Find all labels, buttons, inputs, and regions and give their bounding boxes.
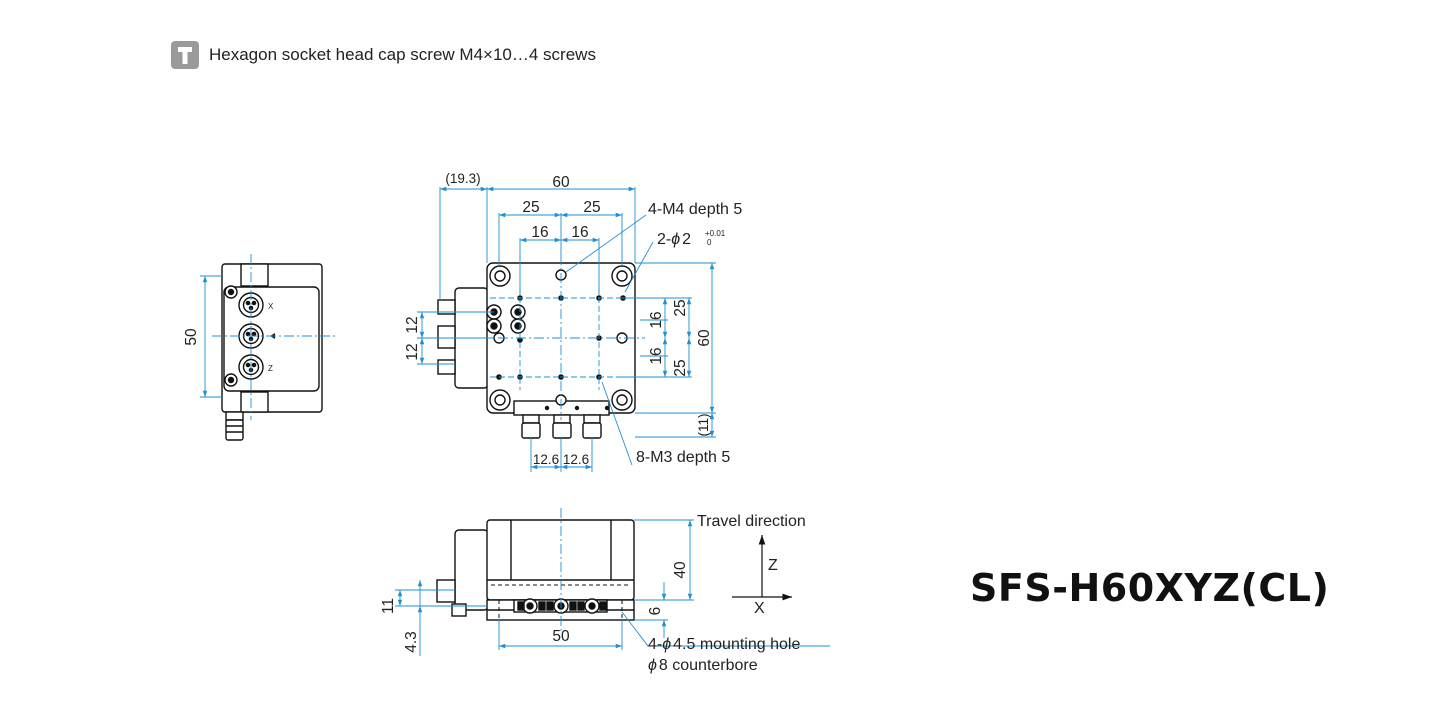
front-view: [436, 519, 635, 621]
dim-conn-a: 12.6: [533, 452, 559, 467]
travel-direction-label: Travel direction: [697, 513, 806, 530]
mark-z: Z: [268, 364, 273, 373]
side-connector-marks: X Z: [268, 302, 274, 373]
dim-pitch-outer-a: 25: [522, 199, 539, 216]
dim-front-width: 50: [552, 628, 570, 645]
travel-direction-axes: [732, 535, 792, 601]
hex-screw-icon: [171, 41, 199, 69]
dim-pitch-inner-a: 16: [531, 224, 548, 241]
side-view-centerlines: [200, 254, 335, 420]
dim-left-a: 12: [404, 316, 421, 333]
side-view: [221, 263, 323, 441]
dim-width: 60: [552, 174, 570, 191]
note-m4: 4-M4 depth 5: [648, 201, 742, 218]
dim-front-left-b: 4.3: [403, 631, 420, 653]
note-pin-tol-upper: +0.01: [705, 229, 726, 238]
legend-text: Hexagon socket head cap screw M4×10…4 sc…: [209, 45, 596, 64]
top-view-dimensions: (19.3) 60 25 25 16 16 60 25 25 16 16 (11…: [404, 171, 742, 467]
front-view-centerlines: [395, 508, 830, 656]
dim-front-height: 40: [672, 561, 689, 579]
top-view: [437, 262, 636, 439]
dim-right-inner-b: 16: [648, 347, 665, 364]
dim-right-b: 25: [672, 359, 689, 376]
axis-x-label: X: [754, 600, 765, 617]
axis-z-label: Z: [768, 557, 778, 574]
note-pin-tol-lower: 0: [707, 238, 712, 247]
dim-front-left-a: 11: [380, 598, 397, 614]
side-height-dim: 50: [183, 328, 200, 346]
legend: Hexagon socket head cap screw M4×10…4 sc…: [171, 41, 596, 69]
dim-pitch-inner-b: 16: [571, 224, 588, 241]
dim-right-a: 25: [672, 299, 689, 316]
dim-pitch-outer-b: 25: [583, 199, 600, 216]
note-m3: 8-M3 depth 5: [636, 449, 730, 466]
dim-height: 60: [696, 329, 713, 347]
mark-x: X: [268, 302, 274, 311]
dim-front-base: 6: [647, 607, 664, 616]
dim-right-inner-a: 16: [648, 311, 665, 328]
top-view-centerlines: [417, 186, 716, 472]
product-title: SFS-H60XYZ(CL): [970, 566, 1330, 610]
dim-left-b: 12: [404, 343, 421, 360]
dim-conn-b: 12.6: [563, 452, 589, 467]
dim-bottom-offset: (11): [696, 413, 711, 436]
front-view-dashed: [491, 584, 630, 620]
dim-offset: (19.3): [445, 171, 480, 186]
